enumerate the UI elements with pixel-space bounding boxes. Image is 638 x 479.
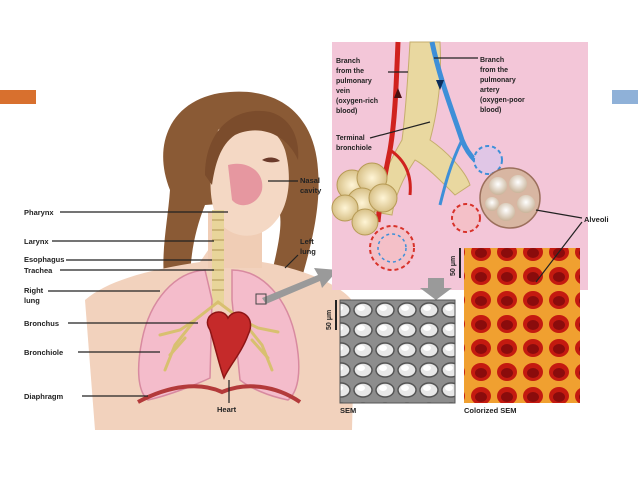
label-right-lung-2: lung (24, 296, 40, 305)
zoom-arrow (262, 268, 338, 304)
label-artery-5: (oxygen-poor (480, 97, 525, 104)
label-terminal-1: Terminal (336, 135, 365, 142)
capillary-network (369, 145, 503, 271)
sem-image (339, 299, 456, 404)
label-artery-6: blood) (480, 107, 501, 114)
label-esophagus: Esophagus (24, 255, 64, 264)
colorized-sem-image (464, 248, 580, 403)
eye (262, 157, 280, 163)
label-left-lung-2: lung (300, 247, 316, 256)
label-terminal-2: bronchiole (336, 145, 372, 152)
sem-arrow (420, 278, 452, 300)
left-lung (231, 269, 300, 401)
label-nasal-2: cavity (300, 186, 322, 195)
torso-illustration (85, 91, 355, 430)
hair-fringe (205, 110, 299, 185)
label-left-lung-1: Left (300, 237, 314, 246)
label-bronchus: Bronchus (24, 319, 59, 328)
label-vein-5: (oxygen-rich (336, 98, 378, 105)
alveolar-sac-cluster (331, 162, 398, 236)
heart (206, 311, 252, 381)
label-right-lung-1: Right (24, 286, 44, 295)
label-pharynx: Pharynx (24, 208, 54, 217)
nasal-passage (228, 163, 263, 206)
label-vein-1: Branch (336, 58, 360, 65)
accent-bar-left (0, 90, 36, 104)
label-alveoli: Alveoli (584, 215, 609, 224)
trachea (212, 210, 224, 305)
leader-lines (48, 57, 583, 403)
label-heart: Heart (217, 405, 237, 414)
terminal-bronchiole (374, 41, 471, 216)
accent-bar-right (612, 90, 638, 104)
label-sem: SEM (340, 406, 356, 415)
label-group: Pharynx Larynx Esophagus Trachea Right l… (24, 57, 609, 415)
label-artery-4: artery (480, 87, 500, 94)
label-bronchiole: Bronchiole (24, 348, 63, 357)
label-trachea: Trachea (24, 266, 53, 275)
label-vein-3: pulmonary (336, 78, 372, 85)
bronchial-tree (158, 300, 280, 372)
label-artery-1: Branch (480, 57, 504, 64)
label-vein-6: blood) (336, 108, 357, 115)
label-larynx: Larynx (24, 237, 49, 246)
alveolar-sac-section (479, 167, 541, 229)
label-nasal-1: Nasal (300, 176, 320, 185)
artery-flow-arrow (436, 80, 444, 90)
diaphragm (137, 384, 302, 404)
label-artery-3: pulmonary (480, 77, 516, 84)
label-scale-2: 50 μm (450, 256, 457, 276)
label-diaphragm: Diaphragm (24, 392, 64, 401)
zoom-box (255, 293, 267, 305)
pulmonary-vein-branch (389, 148, 412, 196)
label-artery-2: from the (480, 67, 508, 74)
label-vein-2: from the (336, 68, 364, 75)
vein-flow-arrow (394, 88, 402, 98)
label-scale-1: 50 μm (326, 310, 333, 330)
pulmonary-artery-branch (438, 139, 464, 206)
label-colorized-sem: Colorized SEM (464, 406, 517, 415)
label-vein-4: vein (336, 88, 350, 95)
